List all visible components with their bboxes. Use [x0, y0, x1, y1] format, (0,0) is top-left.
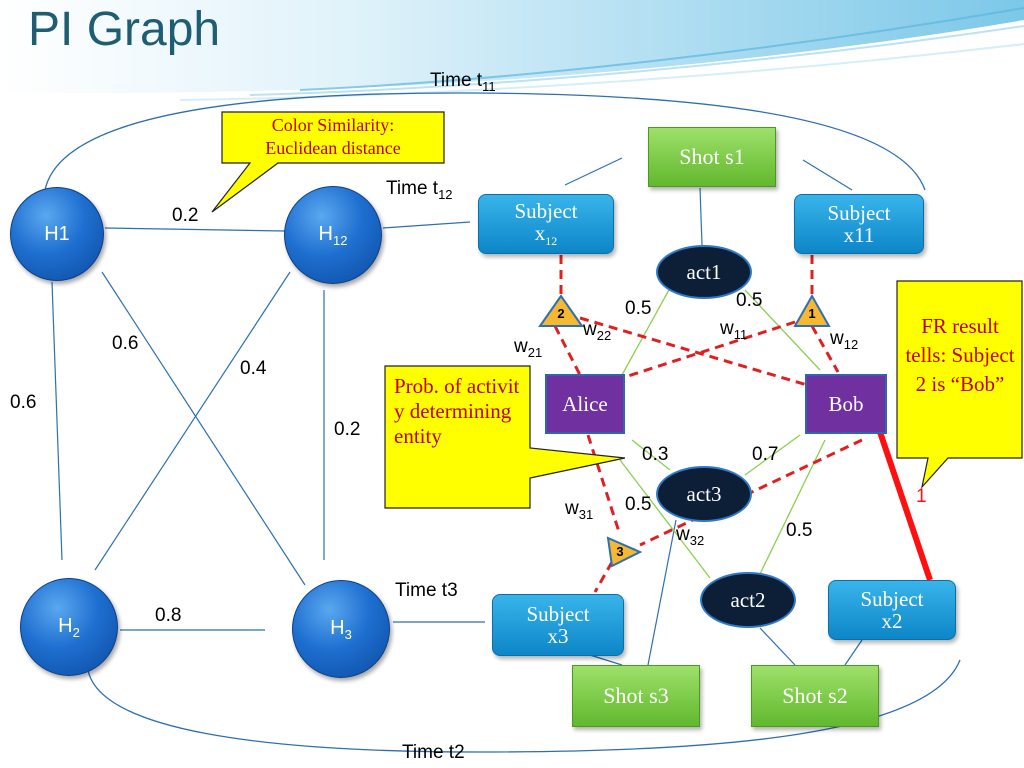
- weight-h1-h2: 0.6: [10, 392, 37, 413]
- subject-x11[interactable]: Subject x11: [794, 194, 924, 254]
- dashed-tri3-x3: [593, 561, 614, 593]
- weight-h12-h3: 0.2: [334, 419, 361, 440]
- time-t12-label: Time t12: [386, 178, 453, 202]
- edge-act2-s2: [759, 627, 796, 666]
- edge-x2-s2: [844, 639, 863, 666]
- triangle-2-label: 2: [557, 306, 565, 321]
- shot-s2[interactable]: Shot s2: [751, 665, 879, 727]
- fr-edge-label: 1: [916, 486, 927, 507]
- act-1[interactable]: act1: [656, 245, 752, 299]
- dashed-tri2-bob: [579, 316, 808, 387]
- act-3[interactable]: act3: [656, 466, 752, 522]
- shot-s3[interactable]: Shot s3: [572, 665, 700, 727]
- time-t11-loop: [44, 92, 926, 191]
- dashed-tri2-alice: [553, 325, 582, 376]
- subject-x3[interactable]: Subject x3: [492, 594, 624, 656]
- callout-prob-shape: [384, 365, 626, 509]
- triangle-3-shape: [606, 536, 643, 568]
- weight-h12-h2: 0.4: [240, 358, 267, 379]
- edge-alice-act2: [619, 459, 711, 579]
- edge-act3-bob: [744, 434, 801, 476]
- edge-act1-alice: [621, 287, 671, 376]
- node-h1-label: H1: [44, 222, 70, 245]
- node-h12[interactable]: H12: [284, 186, 382, 284]
- dashed-tri1-alice: [621, 320, 796, 380]
- edge-h1-h3: [101, 271, 306, 586]
- callout-color-text: Color Similarity: Euclidean distance: [265, 115, 401, 158]
- w12-label: w12: [830, 328, 859, 352]
- edge-h12-h2: [94, 271, 291, 571]
- w21-label: w21: [514, 336, 543, 360]
- triangle-2-shape: [538, 294, 584, 327]
- edge-s1-act1: [699, 187, 703, 246]
- weight-act3-shot: 0.5: [625, 494, 652, 515]
- triangle-3-label: 3: [616, 544, 624, 559]
- weight-act1-bob: 0.5: [736, 290, 763, 311]
- weight-act1-alice: 0.5: [625, 298, 652, 319]
- time-t11-label: Time t11: [430, 70, 496, 94]
- w11-label: w11: [720, 318, 748, 342]
- time-t2-label: Time t2: [402, 742, 465, 763]
- callout-color-shape: [211, 111, 445, 213]
- header-wave-background: [0, 0, 1024, 101]
- person-alice[interactable]: Alice: [545, 374, 625, 434]
- node-h12-label: H12: [318, 222, 348, 248]
- weight-act3-alice: 0.3: [642, 444, 669, 465]
- edge-s1-x12: [564, 157, 623, 186]
- edge-s1-x11: [802, 159, 853, 191]
- weight-h2-h3: 0.8: [155, 605, 182, 626]
- callout-prob-text: Prob. of activity determining entity: [394, 374, 520, 448]
- shot-s1[interactable]: Shot s1: [648, 127, 776, 187]
- edge-h12-subject-x12: [382, 221, 471, 229]
- node-h3[interactable]: H3: [292, 580, 390, 678]
- node-h3-label: H3: [330, 616, 352, 642]
- time-t3-label: Time t3: [395, 580, 458, 601]
- edge-act1-bob: [744, 289, 821, 371]
- edge-act3-s3: [647, 519, 677, 666]
- edge-h1-h12: [104, 227, 286, 232]
- dashed-tri1-bob: [810, 325, 840, 373]
- time-t2-loop: [87, 659, 961, 753]
- triangle-1-shape: [793, 293, 831, 327]
- act-2[interactable]: act2: [700, 572, 796, 628]
- weight-h1-h12: 0.2: [172, 205, 199, 226]
- triangle-1-label: 1: [808, 306, 816, 321]
- w32-label: w32: [676, 524, 705, 548]
- callout-fr-text: FR result tells: Subject 2 is “Bob”: [905, 314, 1015, 396]
- weight-act2-shot: 0.5: [786, 520, 813, 541]
- edge-act3-alice: [631, 439, 671, 471]
- node-h2[interactable]: H2: [20, 578, 118, 676]
- edge-x3-s3: [589, 654, 623, 666]
- weight-act3-bob: 0.7: [752, 444, 779, 465]
- subject-x2[interactable]: Subject x2: [828, 580, 956, 640]
- weight-h1-h3: 0.6: [112, 333, 139, 354]
- edge-h1-h2: [51, 281, 63, 561]
- w22-label: w22: [583, 319, 612, 343]
- dashed-alice-tri3: [586, 434, 622, 536]
- person-bob[interactable]: Bob: [805, 374, 887, 434]
- page-title: PI Graph: [28, 3, 221, 56]
- fr-edge-bob-x2: [877, 431, 933, 581]
- node-h1[interactable]: H1: [10, 187, 104, 281]
- callout-fr-shape: [896, 280, 1023, 490]
- w31-label: w31: [565, 498, 594, 522]
- node-h2-label: H2: [58, 614, 80, 640]
- subject-x12[interactable]: Subject x12: [478, 194, 614, 254]
